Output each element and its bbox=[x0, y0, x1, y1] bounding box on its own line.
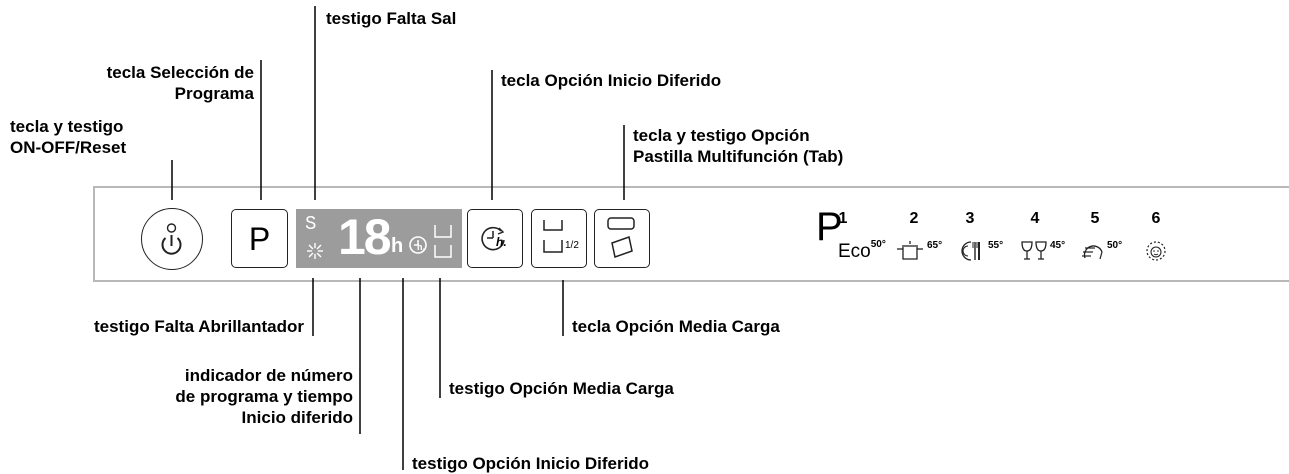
soak-icon bbox=[1146, 241, 1166, 261]
program-3-temp: 55° bbox=[988, 240, 1004, 251]
half-load-button[interactable]: 1/2 bbox=[531, 209, 587, 268]
program-1-number: 1 bbox=[838, 210, 848, 227]
rinse-aid-icon bbox=[307, 243, 323, 259]
plate-cutlery-icon bbox=[961, 241, 980, 261]
program-6-number: 6 bbox=[1151, 210, 1161, 227]
pot-icon bbox=[897, 241, 923, 260]
program-2-number: 2 bbox=[909, 210, 919, 227]
quick-wash-icon bbox=[1082, 245, 1103, 260]
half-load-key-label: tecla Opción Media Carga bbox=[572, 317, 780, 336]
program-key-letter: P bbox=[248, 221, 271, 257]
power-icon bbox=[161, 223, 182, 255]
delay-start-button[interactable]: h. bbox=[467, 209, 523, 268]
program-4-temp: 45° bbox=[1050, 240, 1066, 251]
tablet-icon bbox=[607, 217, 635, 258]
half-load-fraction: 1/2 bbox=[565, 240, 579, 251]
delay-clock-light-icon bbox=[409, 236, 427, 254]
salt-indicator: S bbox=[305, 213, 317, 235]
eco-label: Eco bbox=[838, 241, 871, 262]
display-panel: S 18 h h. bbox=[296, 209, 462, 268]
on-off-button[interactable] bbox=[141, 208, 203, 270]
program-1-eco: Eco50° bbox=[838, 239, 886, 263]
hours-unit: h bbox=[391, 235, 404, 257]
salt-warning-label: testigo Falta Sal bbox=[326, 9, 457, 28]
program-2-temp: 65° bbox=[927, 240, 943, 251]
glasses-icon bbox=[1021, 241, 1047, 260]
program-button[interactable]: P bbox=[231, 209, 288, 268]
programs-p-symbol: P bbox=[816, 205, 843, 249]
control-panel bbox=[93, 186, 1289, 282]
delay-key-text: h. bbox=[496, 235, 507, 249]
program-1-temp: 50° bbox=[870, 239, 886, 250]
program-5-temp: 50° bbox=[1107, 240, 1123, 251]
half-load-icon bbox=[543, 220, 563, 253]
program-4-number: 4 bbox=[1030, 210, 1040, 227]
rinse-aid-label: testigo Falta Abrillantador bbox=[93, 317, 304, 336]
delay-clock-light-text: h. bbox=[417, 242, 425, 252]
program-digits: 18 bbox=[338, 209, 392, 265]
delay-clock-icon bbox=[481, 226, 505, 251]
tab-option-button[interactable] bbox=[594, 209, 650, 268]
delay-start-key-label: tecla Opción Inicio Diferido bbox=[501, 71, 722, 90]
program-5-number: 5 bbox=[1090, 210, 1100, 227]
half-load-light-icon bbox=[434, 225, 452, 258]
program-3-number: 3 bbox=[965, 210, 975, 227]
half-load-light-label: testigo Opción Media Carga bbox=[449, 379, 674, 398]
delay-start-light-label: testigo Opción Inicio Diferido bbox=[412, 454, 650, 473]
